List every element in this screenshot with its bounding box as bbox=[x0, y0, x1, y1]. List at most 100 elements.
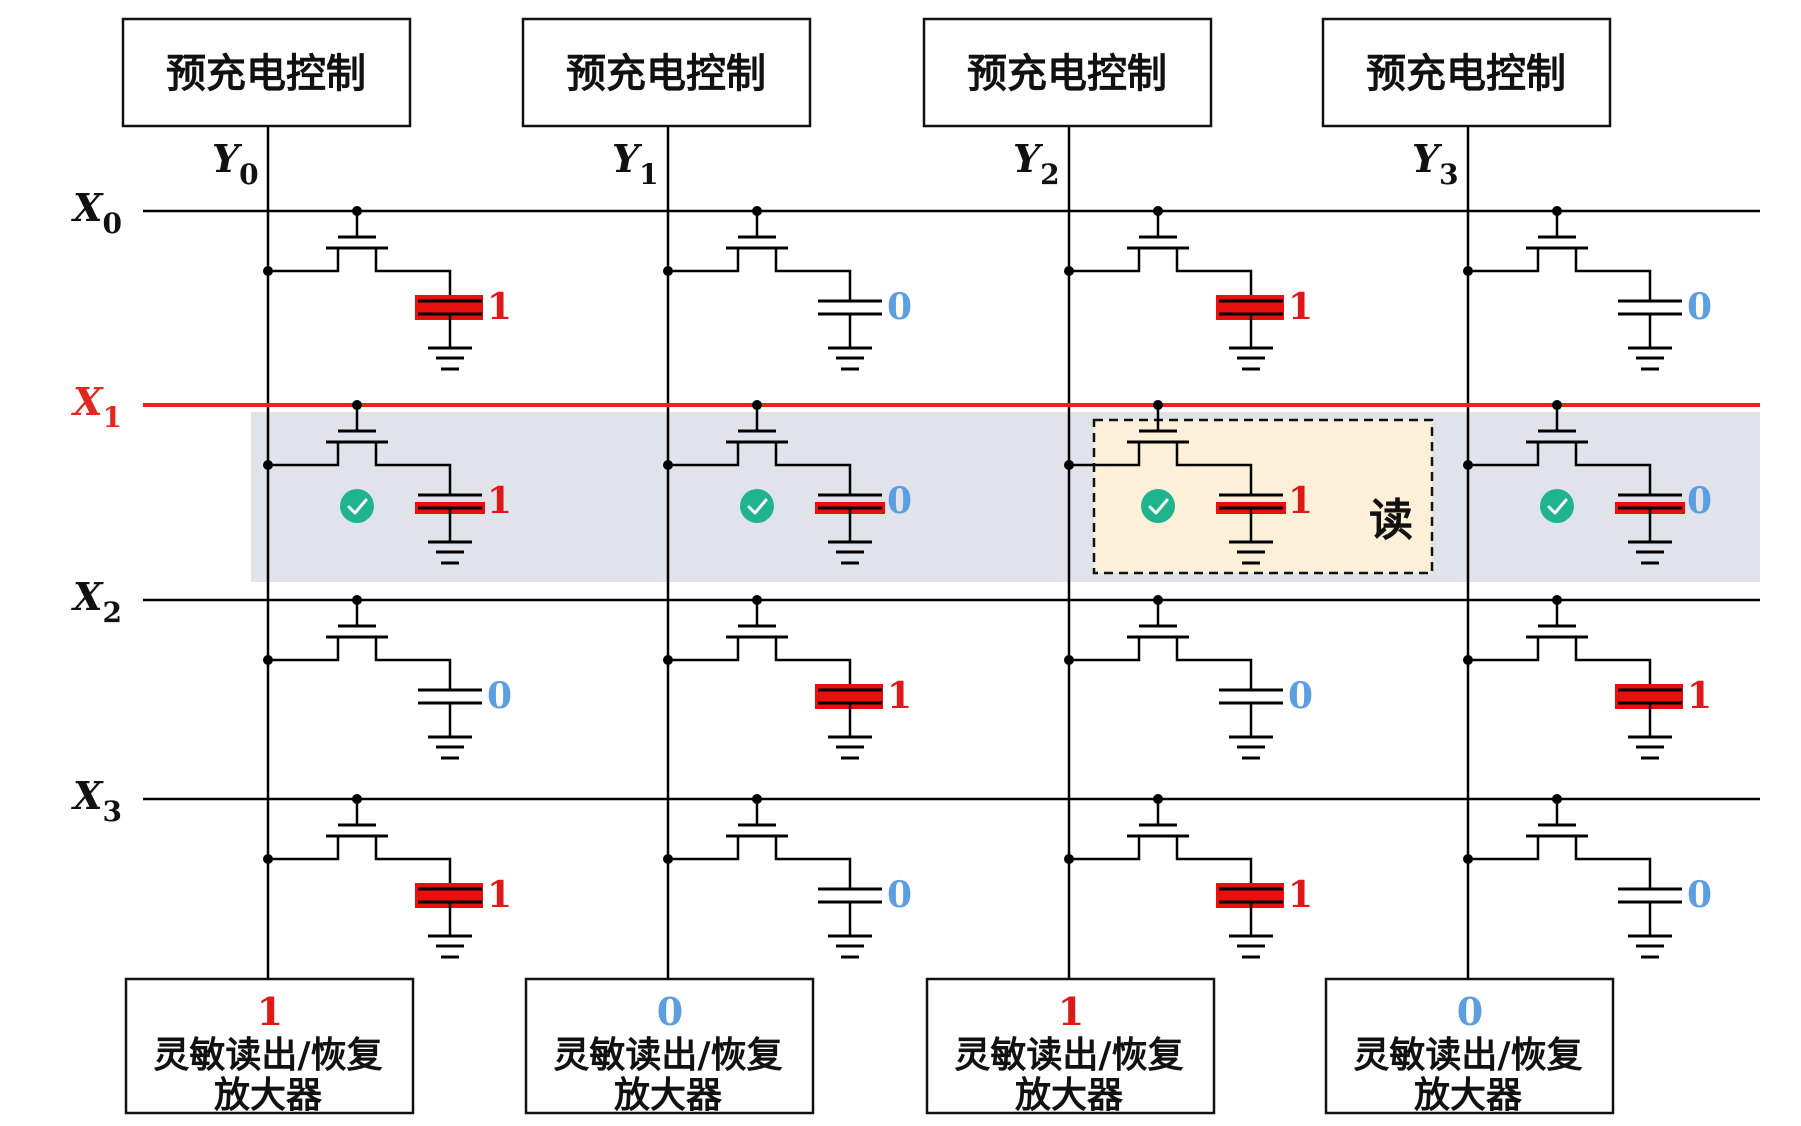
precharge-box-frame bbox=[1321, 17, 1612, 128]
cell-bit-value: 1 bbox=[1288, 874, 1313, 916]
column-label-y0: Y0 bbox=[212, 136, 259, 191]
memory-cell[interactable]: 0 bbox=[1064, 595, 1313, 760]
sense-amp-output: 1 bbox=[257, 989, 283, 1034]
precharge-control-box[interactable]: 预充电控制 bbox=[922, 17, 1213, 128]
source-lead bbox=[1069, 637, 1141, 662]
row-label-x2: X2 bbox=[71, 574, 122, 629]
check-mark-icon bbox=[1148, 498, 1169, 515]
precharge-control-box[interactable]: 预充电控制 bbox=[1321, 17, 1612, 128]
cell-bit-value: 0 bbox=[1687, 286, 1712, 328]
source-lead bbox=[668, 637, 740, 662]
sense-amp-label-line1: 灵敏读出/恢复 bbox=[954, 1035, 1183, 1076]
sense-amp-frame bbox=[124, 977, 415, 1115]
source-lead bbox=[1468, 442, 1540, 467]
bitline-junction-dot bbox=[263, 655, 273, 665]
cell-bit-value: 1 bbox=[487, 874, 512, 916]
source-lead bbox=[1468, 637, 1540, 662]
drain-lead bbox=[1574, 836, 1652, 889]
row-label-x3: X3 bbox=[71, 773, 122, 828]
drain-lead bbox=[774, 248, 852, 301]
memory-cell[interactable]: 0 bbox=[1463, 794, 1712, 959]
sense-amp-output: 0 bbox=[657, 989, 683, 1034]
cell-bit-value: 1 bbox=[487, 286, 512, 328]
bitline-junction-dot bbox=[1064, 460, 1074, 470]
memory-cell[interactable]: 1 bbox=[1064, 400, 1313, 565]
memory-cell[interactable]: 1 bbox=[1463, 595, 1712, 760]
precharge-control-box[interactable]: 预充电控制 bbox=[521, 17, 812, 128]
memory-cell[interactable]: 0 bbox=[663, 794, 912, 959]
bitline-junction-dot bbox=[663, 655, 673, 665]
memory-cell[interactable]: 1 bbox=[663, 595, 912, 760]
column-label-subscript: 3 bbox=[1439, 158, 1458, 191]
column-label-letter: Y bbox=[612, 136, 643, 181]
memory-cell[interactable]: 1 bbox=[263, 206, 512, 371]
row-label-subscript: 3 bbox=[102, 795, 121, 828]
check-circle-icon bbox=[1540, 489, 1574, 523]
bitline-junction-dot bbox=[1463, 266, 1473, 276]
drain-lead bbox=[374, 836, 452, 889]
cell-bit-value: 1 bbox=[887, 675, 912, 717]
source-lead bbox=[1468, 248, 1540, 273]
bitline-junction-dot bbox=[663, 460, 673, 470]
bitline-junction-dot bbox=[263, 266, 273, 276]
sense-amp-label-line2: 放大器 bbox=[1414, 1075, 1523, 1116]
check-circle-icon bbox=[340, 489, 374, 523]
precharge-box-label: 预充电控制 bbox=[1366, 51, 1566, 97]
bitline-junction-dot bbox=[663, 854, 673, 864]
drain-lead bbox=[1175, 248, 1253, 301]
memory-cell[interactable]: 0 bbox=[663, 400, 912, 565]
precharge-box-frame bbox=[521, 17, 812, 128]
bitline-junction-dot bbox=[1064, 655, 1074, 665]
drain-lead bbox=[774, 836, 852, 889]
sense-amp-label-line2: 放大器 bbox=[1015, 1075, 1124, 1116]
source-lead bbox=[668, 836, 740, 861]
row-label-x1: X1 bbox=[71, 379, 122, 434]
cell-bit-value: 0 bbox=[1687, 874, 1712, 916]
drain-lead bbox=[1574, 637, 1652, 690]
memory-cell[interactable]: 0 bbox=[263, 595, 512, 760]
cell-bit-value: 1 bbox=[1288, 286, 1313, 328]
row-label-letter: X bbox=[71, 773, 104, 818]
drain-lead bbox=[1574, 248, 1652, 301]
precharge-box-label: 预充电控制 bbox=[566, 51, 766, 97]
precharge-control-box[interactable]: 预充电控制 bbox=[121, 17, 412, 128]
memory-cell[interactable]: 0 bbox=[1463, 400, 1712, 565]
memory-cell[interactable]: 1 bbox=[263, 794, 512, 959]
drain-lead bbox=[774, 442, 852, 495]
sense-amp-label-line2: 放大器 bbox=[214, 1075, 323, 1116]
column-label-y1: Y1 bbox=[612, 136, 659, 191]
column-label-subscript: 2 bbox=[1040, 158, 1059, 191]
row-label-letter: X bbox=[71, 574, 104, 619]
memory-cell[interactable]: 0 bbox=[663, 206, 912, 371]
precharge-box-frame bbox=[121, 17, 412, 128]
drain-lead bbox=[374, 248, 452, 301]
cell-bit-value: 1 bbox=[1687, 675, 1712, 717]
source-lead bbox=[1468, 836, 1540, 861]
row-label-letter: X bbox=[71, 379, 104, 424]
cell-bit-value: 0 bbox=[887, 874, 912, 916]
cell-bit-value: 0 bbox=[1687, 480, 1712, 522]
precharge-box-label: 预充电控制 bbox=[967, 51, 1167, 97]
check-mark-icon bbox=[747, 498, 768, 515]
memory-cell[interactable]: 1 bbox=[1064, 206, 1313, 371]
memory-cell[interactable]: 0 bbox=[1463, 206, 1712, 371]
cell-bit-value: 0 bbox=[887, 480, 912, 522]
source-lead bbox=[668, 442, 740, 467]
sense-amp-label-line1: 灵敏读出/恢复 bbox=[1353, 1035, 1582, 1076]
drain-lead bbox=[774, 637, 852, 690]
drain-lead bbox=[1175, 836, 1253, 889]
bitline-junction-dot bbox=[663, 266, 673, 276]
precharge-box-frame bbox=[922, 17, 1213, 128]
column-label-letter: Y bbox=[212, 136, 243, 181]
memory-cell[interactable]: 1 bbox=[1064, 794, 1313, 959]
source-lead bbox=[1069, 442, 1141, 467]
memory-cell[interactable]: 1 bbox=[263, 400, 512, 565]
source-lead bbox=[1069, 248, 1141, 273]
sense-amp-frame bbox=[524, 977, 815, 1115]
column-label-y2: Y2 bbox=[1013, 136, 1060, 191]
